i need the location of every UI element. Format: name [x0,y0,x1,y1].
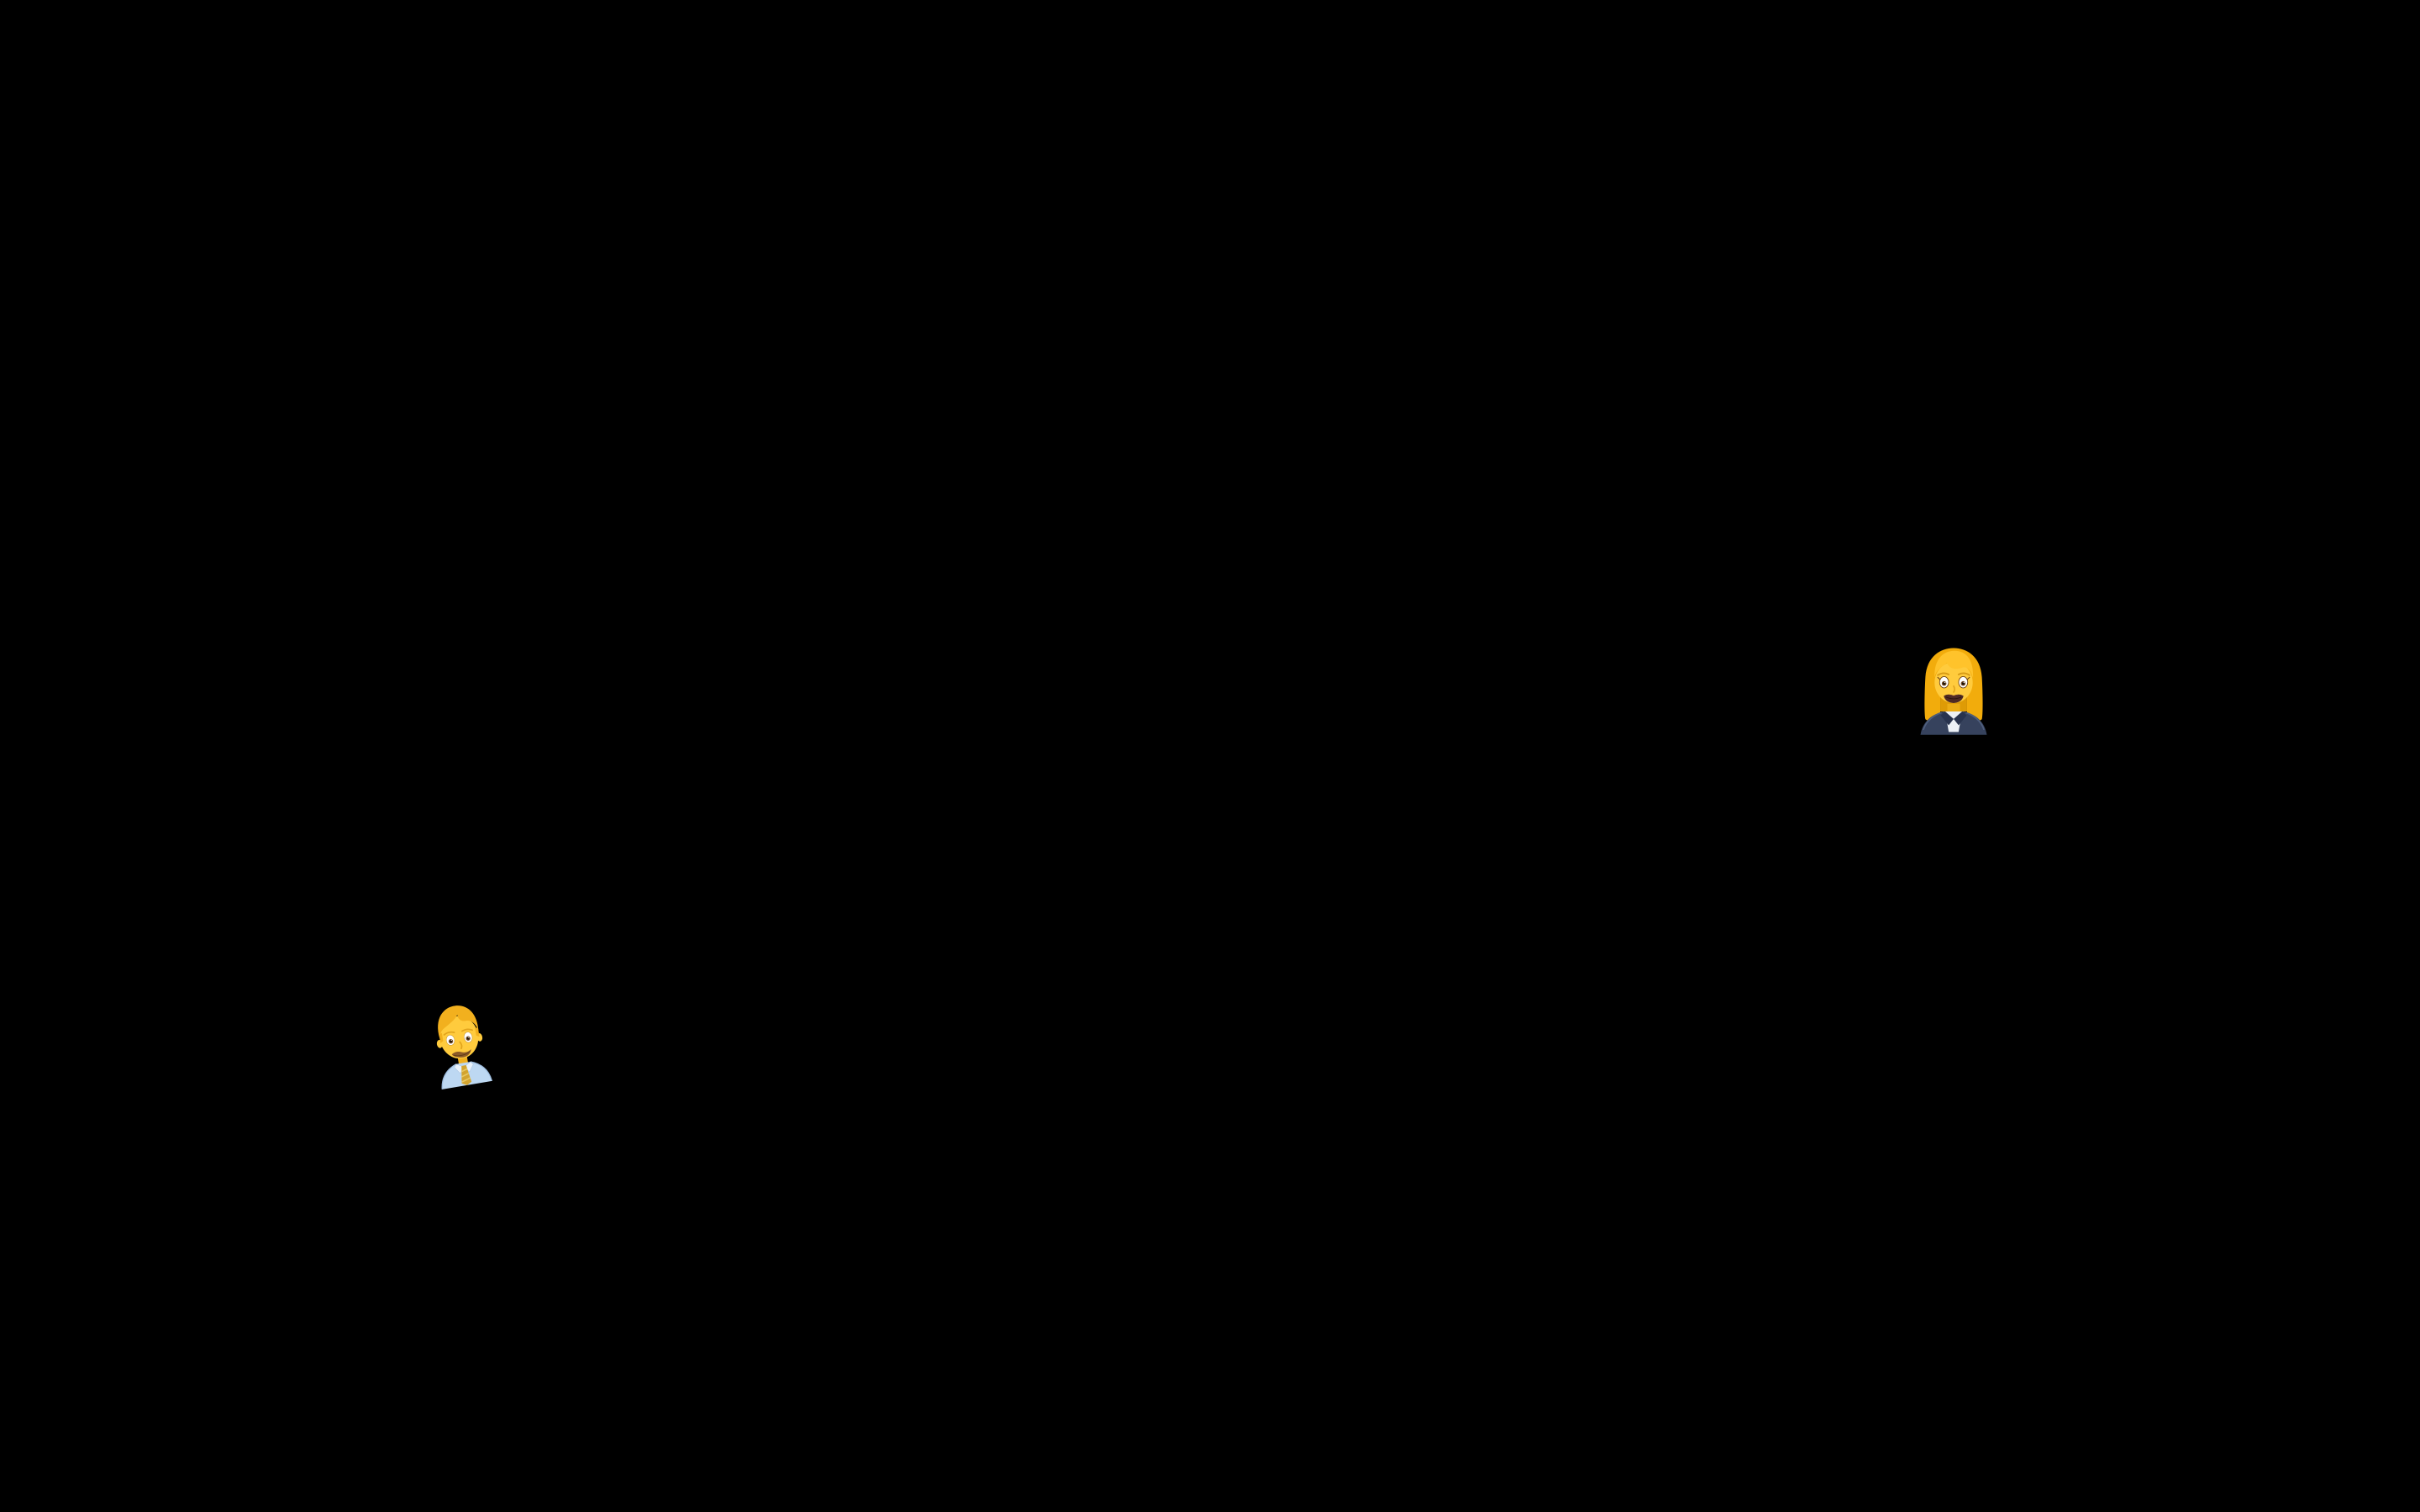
woman-office-worker-emoji[interactable] [1918,644,1989,735]
man-office-worker-emoji[interactable] [420,995,500,1091]
woman-office-worker-icon [1920,648,1987,735]
man-office-worker-icon [436,1005,493,1089]
